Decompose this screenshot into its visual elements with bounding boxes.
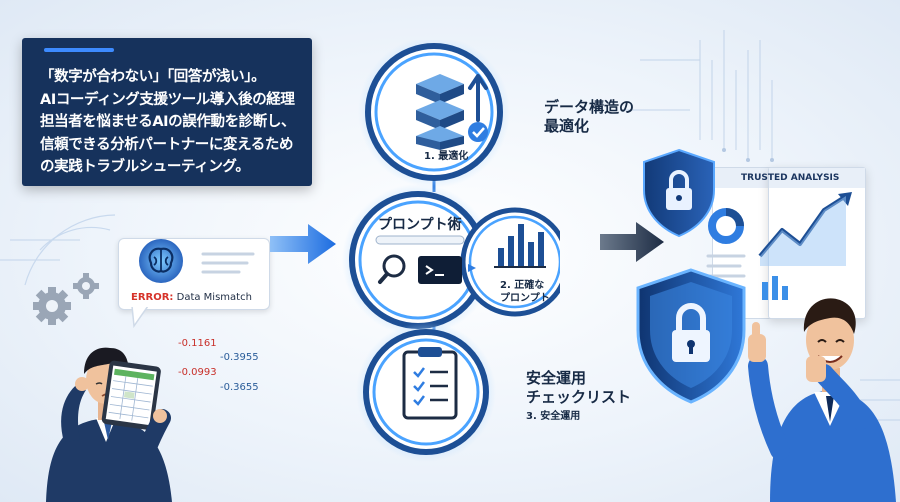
trend-chart-icon [706, 192, 852, 300]
prompt-tools-icon [375, 235, 476, 284]
arrow-right-icon [270, 224, 336, 264]
checklist-icon [402, 347, 458, 420]
value-2: -0.3955 [220, 352, 259, 363]
brain-icon [139, 239, 183, 283]
accountant-illustration [46, 347, 172, 502]
bubble-tail [131, 306, 151, 328]
step3-title: 安全運用チェックリスト [526, 369, 632, 406]
intro-text: 「数字が合わない」「回答が浅い」。 AIコーディング支援ツール導入後の経理 担当… [40, 69, 296, 175]
shield-lock-icon [643, 148, 715, 238]
step2-label: 2. 正確なプロンプト [500, 280, 550, 304]
businessman-illustration [748, 298, 896, 502]
step3-label: 3. 安全運用 [526, 411, 581, 422]
dashboard-title: TRUSTED ANALYSIS [741, 173, 840, 183]
accent-bar [44, 48, 114, 52]
shield-lock-icon [636, 268, 746, 404]
database-icon [416, 74, 488, 150]
arrow-right-icon [600, 222, 664, 262]
bar-chart-icon [494, 224, 546, 268]
value-1: -0.1161 [178, 338, 217, 349]
step1-title: データ構造の最適化 [544, 98, 635, 135]
step2-title: プロンプト術 [378, 217, 462, 233]
error-bubble: ERROR: Data Mismatch [118, 238, 270, 310]
error-message: ERROR: Data Mismatch [131, 292, 252, 303]
value-4: -0.3655 [220, 382, 259, 393]
intro-panel: 「数字が合わない」「回答が浅い」。 AIコーディング支援ツール導入後の経理 担当… [22, 38, 312, 186]
value-3: -0.0993 [178, 367, 217, 378]
gear-icon [33, 273, 99, 325]
text-lines-icon [201, 252, 255, 274]
step1-label: 1. 最適化 [424, 151, 469, 162]
